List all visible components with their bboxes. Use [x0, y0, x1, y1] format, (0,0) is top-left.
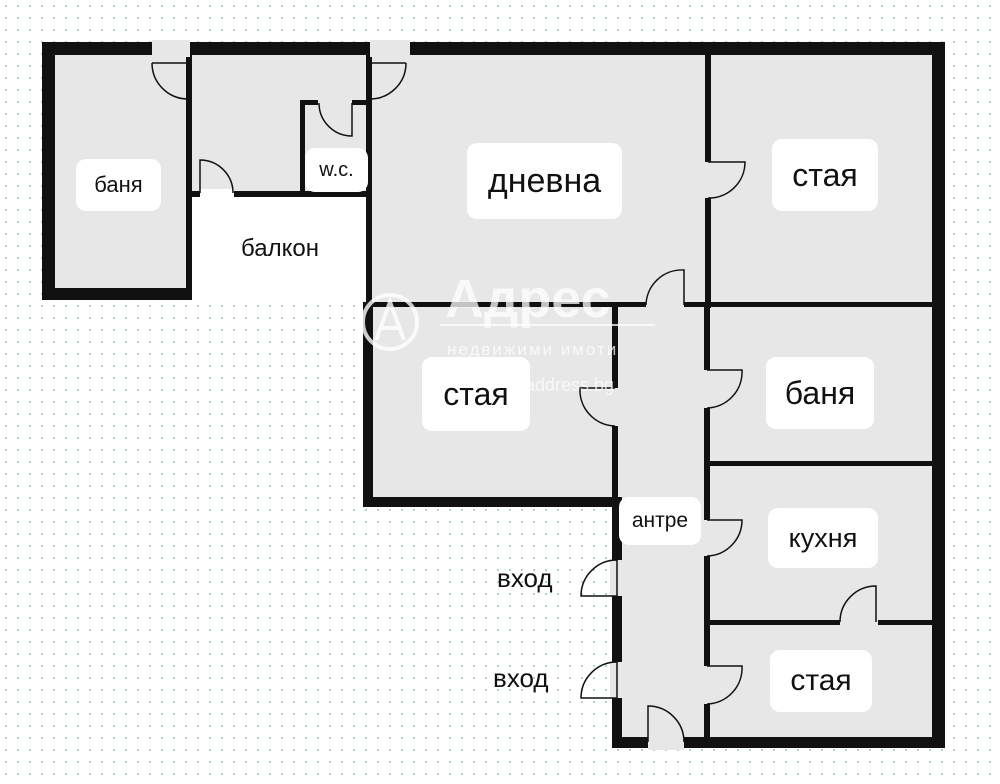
- door-wc: [318, 102, 353, 137]
- door-upper-right: [369, 62, 407, 100]
- wall-bottom: [612, 737, 945, 748]
- door-room-top-right: [707, 161, 746, 199]
- door-living-hall: [645, 269, 685, 306]
- wall-entry-left: [612, 497, 622, 748]
- door-kitchen: [706, 519, 743, 557]
- door-gap: [200, 189, 234, 199]
- door-kitchen-room: [839, 585, 877, 623]
- wall-bottom-left: [42, 288, 190, 300]
- door-room-bottom-right: [706, 665, 743, 705]
- watermark-tagline: недвижими имоти: [447, 340, 619, 359]
- door-gap: [702, 370, 712, 408]
- door-gap: [318, 98, 352, 107]
- exterior-walls: [42, 42, 945, 748]
- logo-a-icon: [374, 296, 406, 341]
- room-label-living: дневна: [467, 143, 622, 219]
- door-balcony: [199, 159, 234, 194]
- watermark-site: address.bg: [525, 375, 615, 395]
- logo-circle-icon: [361, 293, 419, 351]
- door-entrance-upper: [580, 559, 618, 597]
- wall-left: [42, 42, 55, 300]
- door-gap: [702, 520, 712, 556]
- wall-living-left: [366, 55, 372, 303]
- entrance-label-upper: вход: [497, 563, 553, 593]
- door-gap: [370, 40, 410, 57]
- door-entrance-lower: [580, 661, 618, 699]
- watermark-name: Адрес: [445, 269, 611, 329]
- door-gap: [648, 735, 684, 750]
- door-upper-left: [151, 62, 189, 100]
- room-label-room-center: стая: [422, 357, 530, 431]
- wall-balcony-top: [190, 191, 368, 197]
- door-gap: [152, 40, 190, 57]
- room-label-room-top-right: стая: [772, 139, 878, 211]
- watermark-logo: [361, 293, 419, 351]
- door-gap: [840, 618, 878, 627]
- door-bottom: [647, 705, 685, 743]
- wall-center-left: [363, 302, 373, 507]
- room-label-hall: антре: [619, 497, 701, 545]
- door-gap: [646, 300, 684, 309]
- doors: [151, 40, 878, 750]
- wall-bath-bottom: [704, 461, 932, 466]
- door-bath-right: [706, 369, 743, 409]
- room-label-wc: w.c.: [305, 148, 368, 192]
- room-label-kitchen: кухня: [768, 508, 878, 568]
- door-center-room: [579, 387, 616, 427]
- room-label-room-bottom-right: стая: [770, 650, 872, 712]
- wall-kitchen-bottom: [704, 620, 932, 625]
- wall-right: [932, 42, 945, 748]
- wall-center-bottom: [363, 497, 622, 507]
- room-label-bath-left: баня: [76, 159, 161, 211]
- door-gap: [702, 666, 712, 704]
- door-gap: [703, 162, 713, 198]
- room-label-balcony: балкон: [219, 222, 341, 276]
- door-gap: [610, 388, 620, 426]
- room-label-bath-right: баня: [766, 357, 874, 429]
- wall-wc-left: [300, 103, 305, 195]
- wall-bath-left: [186, 55, 192, 300]
- entrance-label-lower: вход: [493, 663, 549, 693]
- wall-top: [42, 42, 943, 55]
